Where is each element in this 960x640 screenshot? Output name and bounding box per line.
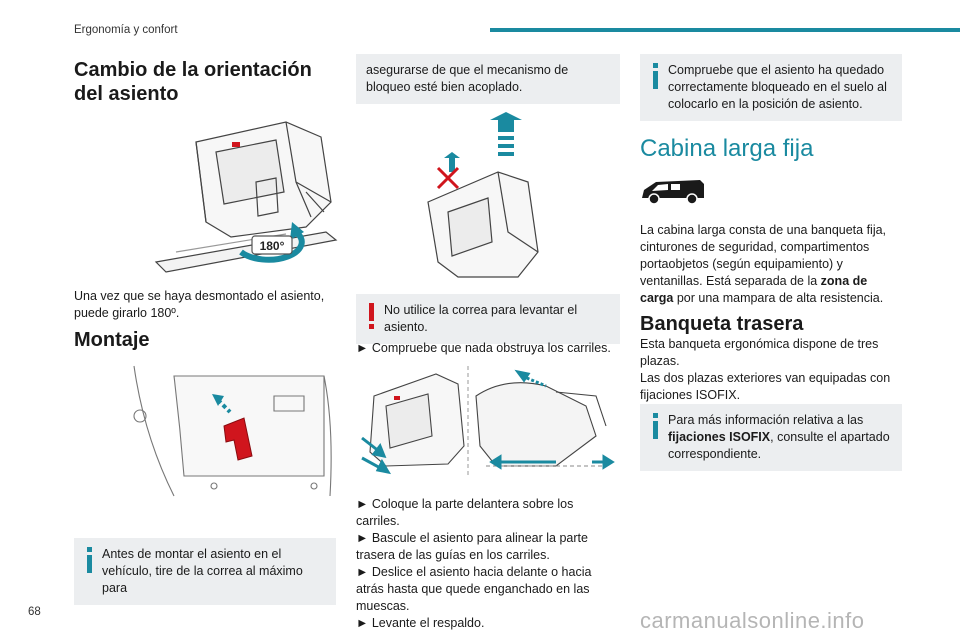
warning-icon [366,303,378,333]
info-note-isofix: Para más información relativa a las fija… [640,404,902,471]
info-note-locked-text: Compruebe que el asiento ha quedado corr… [668,63,887,111]
info-note-continued: asegurarse de que el mecanismo de bloque… [356,54,620,104]
seat-strap-illustration [133,365,332,497]
bold-isofix: fijaciones ISOFIX [668,430,771,444]
section-title-banqueta: Banqueta trasera [640,313,804,335]
warning-note-text: No utilice la correa para levantar el as… [384,303,578,334]
info-note-locked: Compruebe que el asiento ha quedado corr… [640,54,902,121]
rotation-label: 180° [260,239,285,253]
banqueta-line: Esta banqueta ergonómica dispone de tres… [640,337,879,368]
steps-list: ► Coloque la parte delantera sobre los c… [356,496,620,632]
step-check-rails: ► Compruebe que nada obstruya los carril… [356,341,611,355]
step-item: ► Bascule el asiento para alinear la par… [356,531,588,562]
banqueta-line: Las dos plazas exteriores van equipadas … [640,371,891,402]
section-title-orientation: Cambio de la orientación del asiento [74,59,312,105]
info-icon [650,413,662,443]
seat-rotation-illustration: 180° [154,121,338,273]
paragraph-cabina: La cabina larga consta de una banqueta f… [640,223,887,305]
paragraph-rotation: Una vez que se haya desmontado el asient… [74,289,325,320]
info-note-isofix-text: Para más información relativa a las fija… [668,413,890,461]
info-note-continued-text: asegurarse de que el mecanismo de bloque… [366,63,569,94]
info-note-strap-text: Antes de montar el asiento en el vehícul… [102,547,303,595]
info-icon [650,63,662,93]
running-header: Ergonomía y confort [74,24,178,36]
bold-zona-carga: zona de carga [640,274,868,305]
step-item: ► Levante el respaldo. [356,616,485,630]
info-note-strap: Antes de montar el asiento en el vehícul… [74,538,336,605]
van-icon [642,180,704,205]
info-icon [84,547,96,577]
step-item: ► Coloque la parte delantera sobre los c… [356,497,574,528]
seat-lift-illustration [427,112,539,278]
step-item: ► Deslice el asiento hacia delante o hac… [356,565,592,613]
watermark: carmanualsonline.info [640,608,865,633]
seat-rails-illustration [361,366,615,476]
section-title-montaje: Montaje [74,329,150,351]
paragraph-banqueta: Esta banqueta ergonómica dispone de tres… [640,336,902,404]
header-accent-bar [490,28,960,32]
section-title-cabina: Cabina larga fija [640,135,814,162]
warning-note-strap: No utilice la correa para levantar el as… [356,294,620,344]
page-number: 68 [28,606,41,618]
